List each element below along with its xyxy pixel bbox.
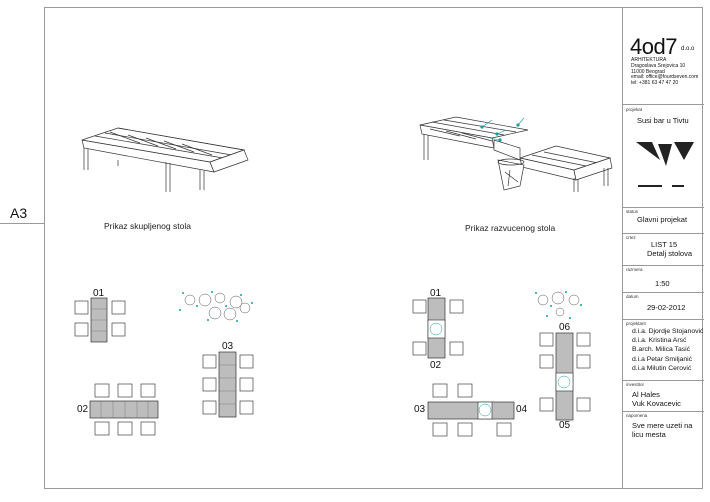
round-tables-dots-right <box>535 291 582 319</box>
designer: d.i.a Petar Smiljanić <box>632 355 693 363</box>
sheet-size-divider <box>0 223 44 224</box>
status-value: Glavni projekat <box>637 215 688 224</box>
company-logo: 4od7 <box>630 34 677 59</box>
right-label-03: 03 <box>414 404 426 415</box>
drawing-frame <box>44 7 703 489</box>
project-name: Susi bar u Tivtu <box>637 116 689 125</box>
left-label-01: 01 <box>93 288 105 299</box>
status-label: status <box>626 209 639 214</box>
round-tables-sketch-left <box>184 292 251 321</box>
company-logo-suffix: d.o.o <box>681 46 695 52</box>
scale-label: razmera <box>626 267 643 272</box>
note-text: Sve mere uzeti na licu mesta <box>632 421 693 439</box>
right-plan-inserts <box>429 322 571 417</box>
right-label-05: 05 <box>559 420 571 431</box>
closed-table-iso <box>81 127 249 192</box>
company-info: ARHITEKTURA Dragoslava Srejovica 10 1100… <box>631 57 699 87</box>
designers-list: d.i.a. Djordje Stojanović d.i.a. Kristin… <box>632 327 703 373</box>
note-label: napomena <box>626 413 648 418</box>
right-label-06: 06 <box>559 322 571 333</box>
scale-value: 1:50 <box>655 279 670 288</box>
left-label-02: 02 <box>77 404 89 415</box>
investor: Al Hales <box>632 390 660 399</box>
sheet-number: LIST 15 <box>651 240 678 249</box>
right-label-01: 01 <box>430 288 442 299</box>
left-plan <box>74 297 254 436</box>
title-block <box>622 7 704 489</box>
sheet-size-label: A3 <box>10 205 28 221</box>
investor-label: investitor <box>626 382 645 387</box>
open-table-markers <box>480 117 525 142</box>
investors-list: Al Hales Vuk Kovacevic <box>632 390 681 408</box>
logo-mark <box>636 142 694 187</box>
designer: d.i.a Milutin Cerović <box>632 364 692 372</box>
sheet-label: crtez <box>626 235 636 240</box>
designer: d.i.a. Djordje Stojanović <box>632 328 704 335</box>
investor: Vuk Kovacevic <box>632 399 681 408</box>
round-tables-dots-left <box>179 291 253 322</box>
left-label-03: 03 <box>222 341 234 352</box>
project-label: projekat <box>626 107 643 112</box>
left-plan-slats <box>91 308 236 418</box>
round-tables-sketch-right <box>537 291 580 317</box>
right-label-04: 04 <box>516 404 528 415</box>
date-value: 29-02-2012 <box>647 303 686 312</box>
open-table-iso <box>419 116 613 192</box>
date-label: datum <box>626 294 639 299</box>
sheet-title: Detalj stolova <box>647 249 693 258</box>
designer: d.i.a. Kristina Arsć <box>632 337 687 345</box>
open-view-caption: Prikaz razvucenog stola <box>465 223 556 233</box>
designer: B.arch. Milica Tasić <box>632 346 691 354</box>
designers-label: projektant <box>626 321 646 326</box>
closed-view-caption: Prikaz skupljenog stola <box>104 221 191 231</box>
right-label-02: 02 <box>430 360 442 371</box>
